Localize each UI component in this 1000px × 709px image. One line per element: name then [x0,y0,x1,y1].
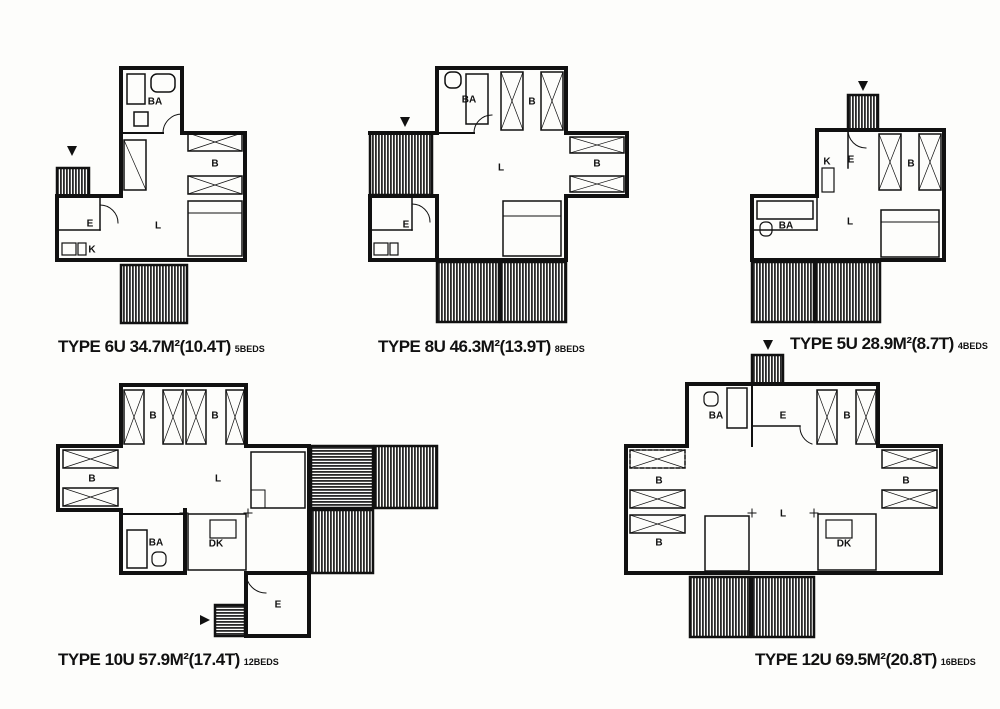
room-label: K [823,157,831,168]
room-labels-10u: B B B L BA DK E [88,411,281,611]
caption-title: TYPE 5U 28.9M²(8.7T) [790,334,954,353]
room-label: BA [779,221,793,232]
room-label: B [211,411,218,422]
caption-title: TYPE 12U 69.5M²(20.8T) [755,650,937,669]
room-label: DK [837,539,852,550]
room-label: B [655,538,662,549]
room-label: E [275,600,282,611]
room-labels-8u: BA B B L E [403,95,601,231]
terrace [814,260,882,324]
room-label: BA [149,538,163,549]
terrace [435,260,501,324]
room-label: E [780,411,787,422]
room-label: K [88,245,96,256]
room-label: DK [209,539,224,550]
plan-type-8u [368,66,629,324]
room-label: B [593,159,600,170]
room-labels-5u: K E B BA L [779,155,915,232]
terrace [309,444,375,510]
terrace [750,260,816,324]
entry-arrow-icon [763,340,773,350]
room-label: B [655,476,662,487]
room-label: BA [148,97,162,108]
entry-stair [750,353,785,386]
terrace [499,260,568,324]
caption-beds: 8BEDS [554,344,585,354]
entry-arrow-icon [400,117,410,127]
room-labels-12u: BA E B B B L B DK [655,411,909,550]
plan-type-5u [750,81,946,324]
caption-type-12u: TYPE 12U 69.5M²(20.8T)16BEDS [755,650,976,670]
plan-type-12u [624,340,943,639]
room-label: B [211,159,218,170]
caption-title: TYPE 10U 57.9M²(17.4T) [58,650,240,669]
room-label: B [88,474,95,485]
caption-type-8u: TYPE 8U 46.3M²(13.9T)8BEDS [378,337,585,357]
room-label: E [848,155,855,166]
caption-type-10u: TYPE 10U 57.9M²(17.4T)12BEDS [58,650,279,670]
room-label: BA [709,411,723,422]
room-label: L [498,163,504,174]
caption-type-6u: TYPE 6U 34.7M²(10.4T)5BEDS [58,337,265,357]
plan-type-6u [55,66,247,325]
entry-stair [213,603,247,638]
room-label: B [902,476,909,487]
terrace [688,575,752,639]
room-label: B [528,97,535,108]
room-label: B [907,159,914,170]
entry-arrow-icon [200,615,210,625]
room-label: L [215,474,221,485]
caption-beds: 5BEDS [234,344,265,354]
terrace [119,263,189,325]
room-label: B [843,411,850,422]
room-labels-6u: BA B L E K [87,97,219,256]
room-label: L [155,221,161,232]
entry-stair [368,131,434,197]
caption-title: TYPE 8U 46.3M²(13.9T) [378,337,551,356]
entry-stair [55,166,91,198]
terrace [750,575,816,639]
room-label: B [149,411,156,422]
terrace [373,444,439,510]
terrace [309,508,375,575]
entry-stair [846,93,880,132]
caption-title: TYPE 6U 34.7M²(10.4T) [58,337,231,356]
entry-arrow-icon [858,81,868,91]
caption-type-5u: TYPE 5U 28.9M²(8.7T)4BEDS [790,334,988,354]
room-label: E [87,219,94,230]
caption-beds: 16BEDS [940,657,976,667]
room-label: L [847,217,853,228]
room-label: BA [462,95,476,106]
entry-arrow-icon [67,146,77,156]
room-label: L [780,509,786,520]
room-label: E [403,220,410,231]
caption-beds: 12BEDS [243,657,279,667]
plan-type-10u [56,383,439,638]
caption-beds: 4BEDS [957,341,988,351]
